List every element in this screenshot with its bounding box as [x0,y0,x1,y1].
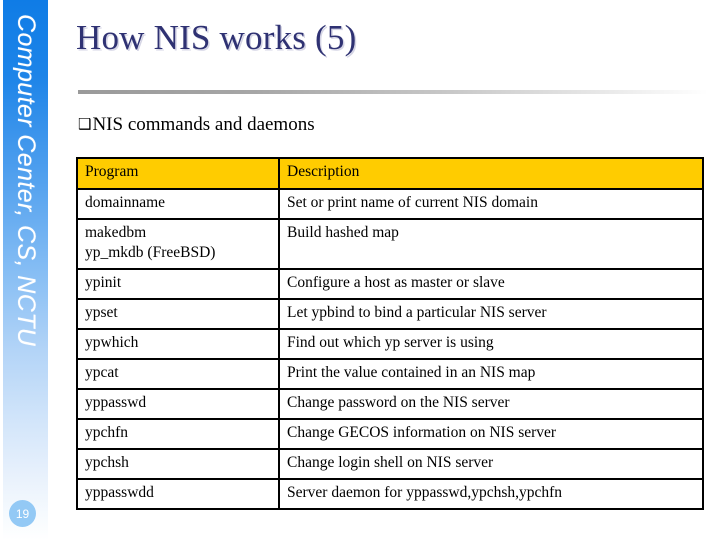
table-row: ypinit Configure a host as master or sla… [76,267,704,300]
cell-program: yppasswd [76,387,280,420]
program-name: yppasswd [85,393,147,411]
cell-description: Find out which yp server is using [278,327,704,360]
sidebar-banner: Computer Center, CS, NCTU [3,0,48,540]
program-name: makedbm [85,224,147,241]
cell-program: yppasswdd [76,477,280,510]
program-name: ypcat [85,363,119,381]
cell-description: Server daemon for yppasswd,ypchsh,ypchfn [278,477,704,510]
cell-program: ypchfn [76,417,280,450]
cell-program: makedbm yp_mkdb (FreeBSD) [76,218,280,270]
table-row: ypcat Print the value contained in an NI… [76,357,704,390]
table-row: yppasswd Change password on the NIS serv… [76,387,704,420]
page-number-badge: 19 [9,500,36,527]
hollow-square-bullet-icon: ❑ [78,115,92,133]
column-header-program: Program [76,157,280,190]
title-divider-rule [78,90,708,94]
table-row: domainname Set or print name of current … [76,188,704,220]
cell-program: domainname [76,188,280,220]
table-row: ypchsh Change login shell on NIS server [76,447,704,480]
sidebar-organization-label: Computer Center, CS, NCTU [12,14,40,347]
cell-description: Let ypbind to bind a particular NIS serv… [278,297,704,330]
table-row: yppasswdd Server daemon for yppasswd,ypc… [76,477,704,510]
cell-description: Print the value contained in an NIS map [278,357,704,390]
cell-description: Change login shell on NIS server [278,447,704,480]
bullet-item: ❑ NIS commands and daemons [78,114,315,137]
table-row: ypwhich Find out which yp server is usin… [76,327,704,360]
program-name: ypwhich [85,333,139,351]
table-body: domainname Set or print name of current … [76,188,704,510]
cell-description: Build hashed map [278,218,704,270]
cell-program: ypset [76,297,280,330]
cell-program: ypwhich [76,327,280,360]
cell-program: ypinit [76,267,280,300]
page-title: How NIS works (5) [76,18,357,57]
cell-description: Change password on the NIS server [278,387,704,420]
program-name: yppasswdd [85,483,154,501]
program-name: ypchfn [85,423,129,441]
cell-description: Change GECOS information on NIS server [278,417,704,450]
cell-program: ypchsh [76,447,280,480]
table-header-row: Program Description [76,157,704,190]
cell-description: Set or print name of current NIS domain [278,188,704,220]
program-name: ypset [85,303,118,321]
bullet-item-label: NIS commands and daemons [92,114,315,135]
table-row: ypchfn Change GECOS information on NIS s… [76,417,704,450]
nis-commands-table: Program Description domainname Set or pr… [76,157,704,510]
program-name: domainname [85,194,166,211]
column-header-description: Description [278,157,704,190]
cell-description: Configure a host as master or slave [278,267,704,300]
program-name: ypchsh [85,453,129,471]
program-name-alt: yp_mkdb (FreeBSD) [85,244,216,262]
program-name: ypinit [85,273,122,291]
table-row: makedbm yp_mkdb (FreeBSD) Build hashed m… [76,218,704,270]
table-row: ypset Let ypbind to bind a particular NI… [76,297,704,330]
cell-program: ypcat [76,357,280,390]
